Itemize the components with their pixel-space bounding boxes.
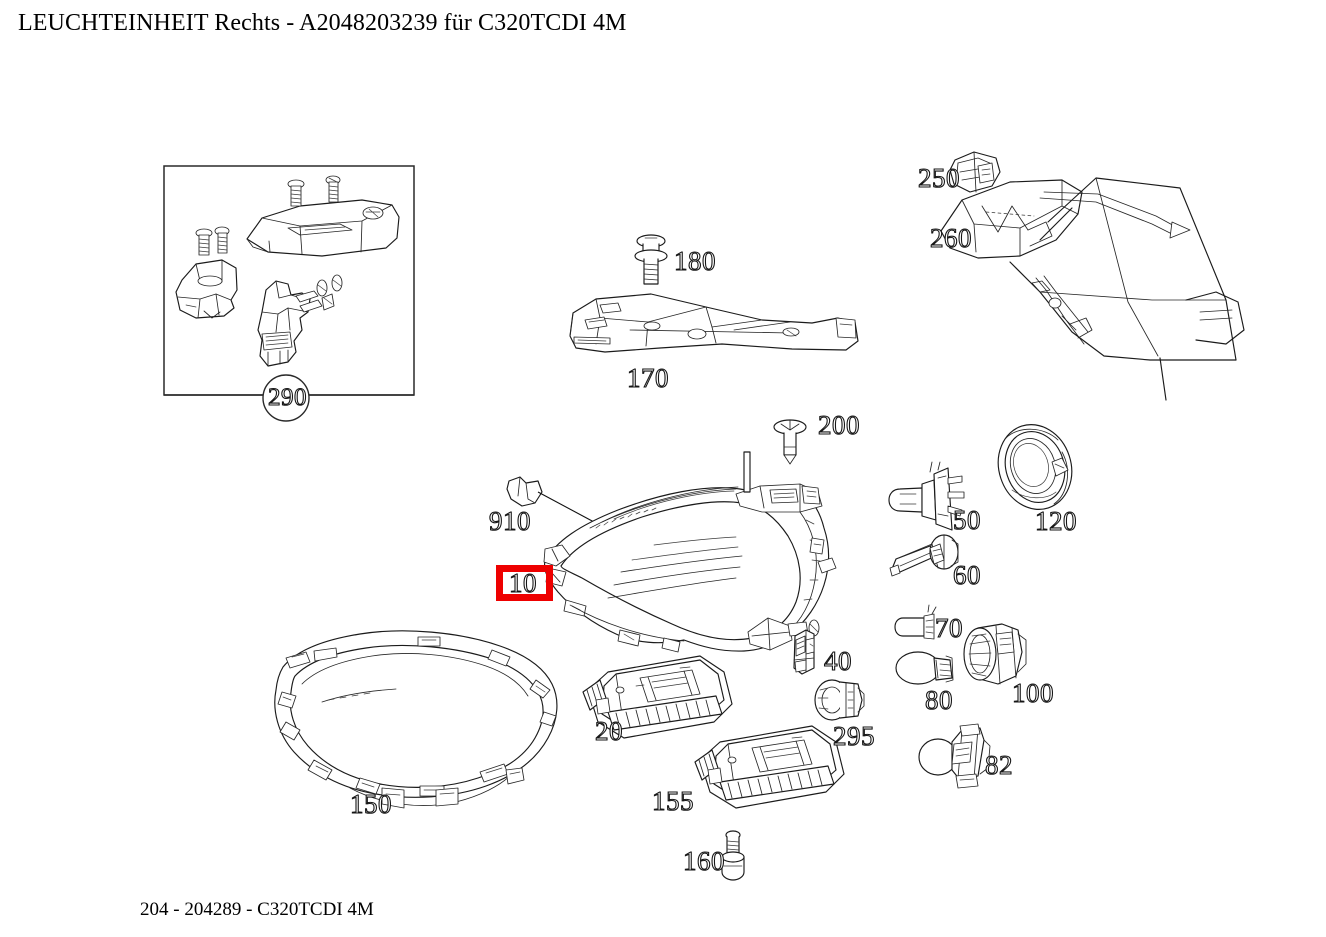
part-120-bulb-cover-cap [987,415,1082,519]
callout-label-180: 180 [673,246,716,276]
callout-label-170: 170 [626,363,669,393]
page-title: LEUCHTEINHEIT Rechts - A2048203239 für C… [18,10,627,36]
callout-label-295: 295 [832,721,875,751]
part-60-indicator-bulb [890,535,958,576]
callout-label-82: 82 [984,750,1013,780]
inset-small-parts [296,275,342,312]
callout-label-20: 20 [594,716,623,746]
callout-label-250: 250 [917,163,960,193]
callout-label-200: 200 [817,410,860,440]
part-260-sensor-cover [941,180,1082,258]
inset-screw-b [326,176,340,202]
inset-adjuster-mechanism [258,281,310,366]
part-100-igniter-module [964,624,1026,684]
callout-label-160: 160 [682,846,725,876]
callout-label-80: 80 [924,685,953,715]
part-155-ballast-module [695,726,844,808]
page-footer: 204 - 204289 - C320TCDI 4M [140,899,374,920]
callout-label-155: 155 [651,786,694,816]
part-20-control-unit [583,656,732,738]
part-180-push-rivet [635,235,667,284]
part-200-expanding-rivet [774,420,806,464]
callout-label-120: 120 [1034,506,1077,536]
part-50-halogen-bulb [889,462,964,530]
part-170-air-guide-bracket [570,294,858,352]
badge-290-circle [263,375,309,421]
selection-highlight-box[interactable] [496,565,553,601]
callout-label-70: 70 [934,613,963,643]
callout-label-260: 260 [929,223,972,253]
callout-label-150: 150 [349,789,392,819]
inset-screw-a [288,180,304,206]
part-10-headlamp-unit [544,452,836,652]
part-295-bulb-socket [815,680,864,720]
callout-label-60: 60 [952,560,981,590]
callout-label-10: 10 [508,568,537,598]
callout-label-910: 910 [488,506,531,536]
inset-screw-c [196,229,212,255]
windshield-context-outline [1010,178,1244,400]
part-70-capless-bulb [895,605,936,639]
part-150-headlamp-frame [275,631,557,808]
callout-label-40: 40 [823,646,852,676]
inset-cover-plate [247,200,399,256]
part-160-fastening-screw [722,831,744,880]
part-40-retaining-clip [794,630,814,674]
callout-label-100: 100 [1011,678,1054,708]
callout-label-50: 50 [952,505,981,535]
inset-bracket-left [176,260,237,318]
inset-screw-d [215,227,229,253]
part-80-bayonet-bulb [896,652,953,684]
part-82-bulb-holder [919,724,990,788]
part-250-rain-light-sensor [950,152,1000,192]
callout-label-290: 290 [267,384,307,411]
